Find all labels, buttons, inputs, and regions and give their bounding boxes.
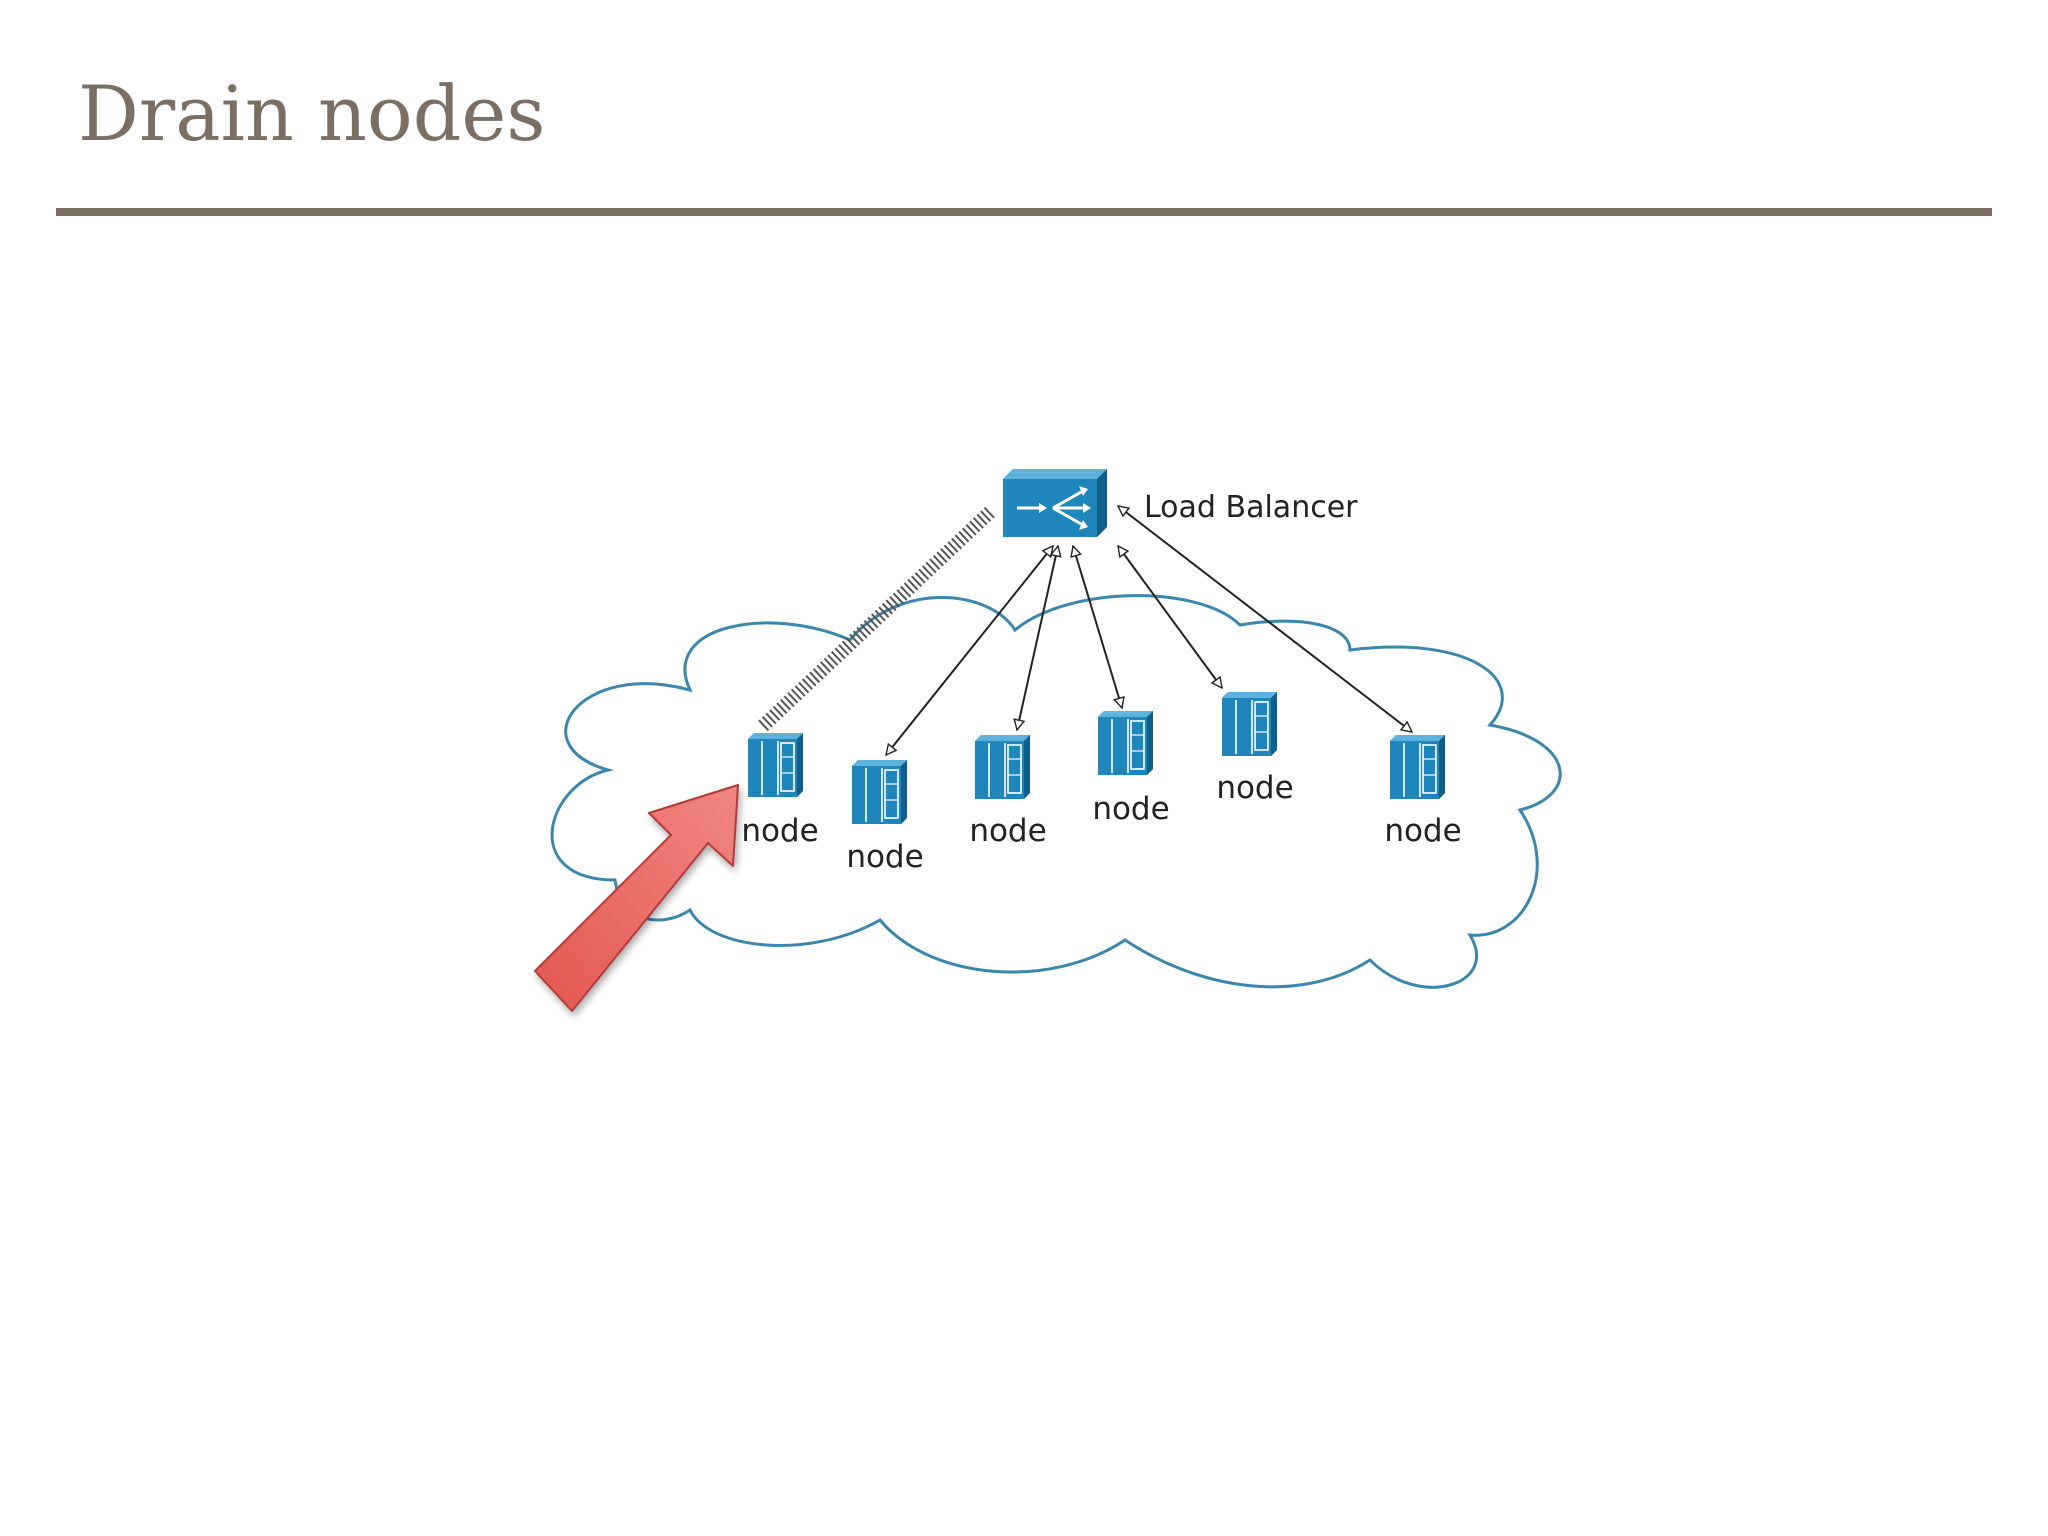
node-label: node	[1216, 770, 1293, 806]
node-2: node	[846, 759, 924, 875]
connection-lb-node-3	[1017, 546, 1058, 730]
connection-lb-node-6	[1118, 506, 1412, 732]
node-3: node	[969, 734, 1047, 849]
title-divider	[56, 208, 1992, 216]
red-arrow-icon	[534, 784, 739, 1012]
slide-title: Drain nodes	[78, 69, 546, 158]
node-4: node	[1092, 710, 1170, 827]
server-icon	[1097, 710, 1154, 776]
server-icon	[1221, 691, 1278, 757]
draining-connection	[758, 506, 995, 732]
node-5: node	[1216, 691, 1294, 806]
server-icon	[1389, 734, 1446, 800]
server-icon	[747, 732, 804, 798]
server-icon	[974, 734, 1031, 800]
load-balancer-icon	[1003, 469, 1107, 537]
node-label: node	[969, 813, 1046, 849]
connection-lb-node-4	[1073, 546, 1122, 708]
node-1: node	[741, 732, 819, 849]
node-label: node	[1384, 813, 1461, 849]
node-label: node	[741, 813, 818, 849]
load-balancer-label: Load Balancer	[1144, 490, 1358, 525]
server-icon	[851, 759, 908, 825]
node-label: node	[1092, 791, 1169, 827]
node-label: node	[846, 839, 923, 875]
node-6: node	[1384, 734, 1462, 849]
